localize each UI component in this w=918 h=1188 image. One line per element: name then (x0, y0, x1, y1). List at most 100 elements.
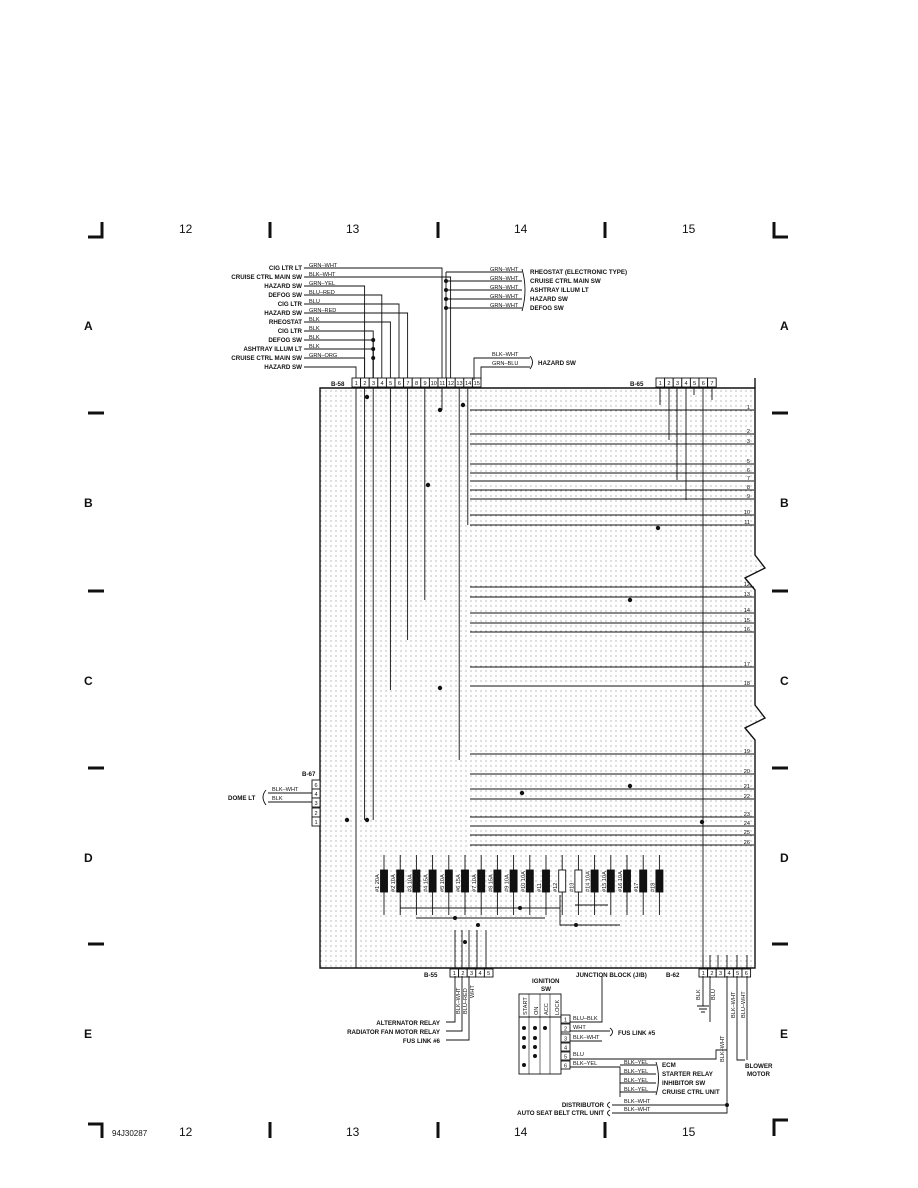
wire-label: BLK (309, 344, 320, 350)
dest-label: CRUISE CTRL MAIN SW (530, 278, 601, 285)
b62-label: B-62 (666, 972, 680, 979)
dest-label: RHEOSTAT (269, 319, 302, 326)
fuse-label: #6 15A (456, 874, 462, 892)
wire-label: WHT (470, 985, 476, 998)
wire-label: BLK–YEL (624, 1078, 648, 1084)
wire-label: BLK–YEL (573, 1061, 597, 1067)
dest-label: STARTER RELAY (662, 1071, 714, 1078)
b65-pin-number: 4 (685, 381, 688, 387)
dest-label: DEFOG SW (268, 337, 302, 344)
junction-block-title: JUNCTION BLOCK (J/B) (576, 972, 647, 979)
bus-number: 15 (744, 618, 750, 624)
col-label-top: 14 (514, 222, 528, 236)
dest-label: ASHTRAY ILLUM LT (530, 287, 589, 294)
fuse (574, 869, 583, 893)
fuse-label: #1 20A (375, 874, 381, 892)
row-label-left: D (84, 851, 93, 865)
top-ruler: 12 13 14 15 (179, 222, 696, 238)
fuse (477, 869, 486, 893)
bus-number: 16 (744, 627, 750, 633)
dest-label: ALTERNATOR RELAY (376, 1020, 441, 1027)
wire-label: BLK–WHT (456, 987, 462, 1014)
wire (304, 366, 357, 378)
wire-label: BLK–YEL (624, 1087, 648, 1093)
bottom-ruler: 12 13 14 15 94J30287 (112, 1122, 696, 1139)
b65-pin-number: 7 (710, 381, 713, 387)
wire-label: GRN–BLU (492, 361, 518, 367)
fuse (461, 869, 469, 893)
b62-pin-number: 1 (702, 971, 705, 977)
wire-label: GRN–WHT (490, 276, 519, 282)
wire-label: GRN–WHT (490, 303, 519, 309)
b67-pin-number: 6 (314, 783, 317, 789)
ign-terminal (560, 1033, 571, 1043)
fuse-label: #2 10A (391, 874, 397, 892)
fus-link-5-label: FUS LINK #5 (618, 1030, 656, 1037)
col-label-top: 12 (179, 222, 193, 236)
ign-position: ACC (544, 1003, 550, 1015)
fuse-label: #16 10A (618, 871, 624, 892)
fuse (590, 869, 599, 893)
bus-number: 24 (744, 821, 750, 827)
dest-label: CIG LTR LT (269, 265, 302, 272)
wire-label: GRN–WHT (309, 263, 338, 269)
wire-label: BLK (309, 335, 320, 341)
ign-position: LOCK (555, 999, 561, 1015)
wire-label: GRN–WHT (490, 285, 519, 291)
ign-terminal-number: 3 (564, 1037, 567, 1043)
distributor-lines: BLK–WHT BLK–WHT DISTRIBUTOR AUTO SEAT BE… (517, 1099, 729, 1117)
b55-pin-number: 5 (487, 971, 490, 977)
row-label-right: A (780, 319, 789, 333)
bus-number: 8 (747, 485, 750, 491)
wire-label: WHT (573, 1025, 586, 1031)
wire-label: GRN–RED (309, 308, 336, 314)
fuse-label: #5 10A (440, 874, 446, 892)
fuse (623, 869, 631, 893)
b65-pin-number: 3 (676, 381, 679, 387)
b62-pin-number: 2 (710, 971, 713, 977)
ign-terminal (560, 1051, 571, 1061)
row-label-right: D (780, 851, 789, 865)
dome-lt-label: DOME LT (228, 795, 256, 802)
col-label-bottom: 15 (682, 1125, 696, 1139)
fuse (655, 869, 664, 893)
dest-label: HAZARD SW (264, 283, 302, 290)
b65-pin (707, 377, 717, 388)
wire-label: BLK–WHT (624, 1107, 651, 1113)
col-label-top: 15 (682, 222, 696, 236)
fuse-label: #18 (650, 883, 656, 892)
bus-number: 25 (744, 830, 750, 836)
b65-pin-number: 6 (702, 381, 705, 387)
hazard-sw-right: BLK–WHT GRN–BLU HAZARD SW (473, 352, 576, 380)
figure-id: 94J30287 (112, 1129, 148, 1138)
b58-pin-number: 11 (439, 381, 445, 387)
bus-number: 26 (744, 840, 750, 846)
wire-label: BLK–WHT (272, 787, 299, 793)
wire (304, 357, 366, 378)
b67-pin (311, 816, 321, 827)
bus-number: 11 (744, 520, 750, 526)
fuse (542, 869, 550, 893)
dest-label: CIG LTR (278, 328, 303, 335)
b65-label: B-65 (630, 381, 644, 388)
dest-label: DEFOG SW (268, 292, 302, 299)
fuse-label: #12 (553, 883, 559, 892)
dest-label: DEFOG SW (530, 305, 564, 312)
b58-pin-number: 14 (465, 381, 471, 387)
bus-number: 13 (744, 592, 750, 598)
fuse-label: #17 (634, 883, 640, 892)
b58-pin-number: 1 (355, 381, 358, 387)
b58-pin-number: 8 (415, 381, 418, 387)
ign-terminal (560, 1060, 571, 1070)
b58-pin-number: 3 (372, 381, 375, 387)
row-label-left: E (84, 1027, 92, 1041)
fuse-label: #14 10A (586, 871, 592, 892)
wire-label: GRN–WHT (490, 294, 519, 300)
col-label-top: 13 (346, 222, 360, 236)
ign-terminal-number: 1 (564, 1018, 567, 1024)
